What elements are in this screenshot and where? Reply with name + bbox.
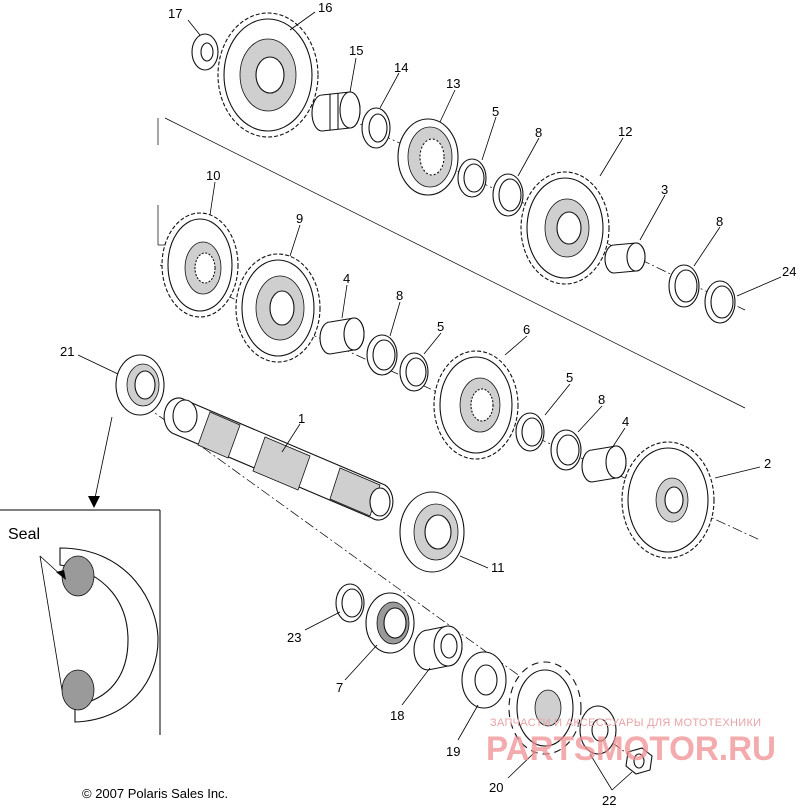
watermark-logo: PARTSMOTOR.RU bbox=[486, 730, 776, 768]
part-15-bearing bbox=[311, 91, 361, 132]
part-14-washer bbox=[361, 107, 391, 149]
callout-23: 23 bbox=[287, 630, 301, 645]
part-4-bearing-low bbox=[581, 445, 627, 483]
callout-18: 18 bbox=[390, 708, 404, 723]
part-10-gear bbox=[161, 212, 239, 318]
part-16-gear bbox=[217, 12, 319, 138]
callout-labels: 17 16 15 14 13 5 8 12 3 8 24 10 9 4 8 5 … bbox=[60, 0, 796, 808]
callout-9: 9 bbox=[296, 211, 303, 226]
part-22-washer-nut bbox=[579, 705, 653, 775]
seal-inset bbox=[0, 416, 161, 735]
callout-5-low: 5 bbox=[566, 370, 573, 385]
part-17-washer bbox=[191, 33, 219, 71]
part-19-washer bbox=[461, 651, 507, 709]
callout-8-right: 8 bbox=[716, 214, 723, 229]
part-18-spacer bbox=[413, 625, 463, 671]
part-6-gear bbox=[433, 350, 519, 460]
callout-6: 6 bbox=[523, 322, 530, 337]
callout-12: 12 bbox=[618, 124, 632, 139]
callout-24: 24 bbox=[782, 264, 796, 279]
callout-20: 20 bbox=[489, 780, 503, 795]
part-12-gear bbox=[520, 171, 610, 285]
callout-4-low: 4 bbox=[622, 414, 629, 429]
part-1-shaft bbox=[163, 397, 394, 521]
part-20-sprocket bbox=[508, 661, 582, 755]
callout-11: 11 bbox=[491, 560, 505, 575]
part-8-ring-mid bbox=[366, 334, 398, 376]
watermark-tagline: ЗАПЧАСТИ И АКСЕССУАРЫ ДЛЯ МОТОТЕХНИКИ bbox=[490, 717, 761, 729]
callout-8-mid: 8 bbox=[396, 288, 403, 303]
callout-15: 15 bbox=[349, 43, 363, 58]
callout-5-mid: 5 bbox=[437, 319, 444, 334]
callout-8-top: 8 bbox=[535, 125, 542, 140]
part-8-ring-top bbox=[492, 173, 524, 217]
callout-5-top: 5 bbox=[492, 104, 499, 119]
part-4-bearing-mid bbox=[319, 317, 365, 355]
part-11-bearing bbox=[399, 491, 465, 573]
callout-22: 22 bbox=[602, 793, 616, 808]
part-7-seal bbox=[365, 592, 415, 654]
part-21-bearing bbox=[115, 354, 165, 416]
part-13-hub bbox=[397, 118, 459, 196]
callout-10: 10 bbox=[206, 168, 220, 183]
copyright-notice: © 2007 Polaris Sales Inc. bbox=[82, 786, 228, 801]
part-9-gear bbox=[235, 253, 321, 363]
callout-4-mid: 4 bbox=[343, 271, 350, 286]
callout-14: 14 bbox=[394, 60, 408, 75]
seal-inset-label: Seal bbox=[8, 526, 40, 543]
part-24-ring bbox=[704, 280, 736, 324]
part-5-ring-top bbox=[457, 158, 487, 198]
callout-19: 19 bbox=[446, 744, 460, 759]
leader-lines bbox=[77, 11, 782, 791]
part-2-gear bbox=[621, 441, 715, 559]
part-5-ring-mid bbox=[399, 352, 429, 392]
part-3-bearing bbox=[604, 242, 646, 274]
callout-16: 16 bbox=[318, 0, 332, 15]
callout-3: 3 bbox=[661, 182, 668, 197]
callout-1: 1 bbox=[298, 411, 305, 426]
part-23-ring bbox=[335, 583, 365, 623]
callout-17: 17 bbox=[168, 6, 182, 21]
part-8-ring-low bbox=[550, 429, 582, 471]
callout-13: 13 bbox=[446, 76, 460, 91]
callout-2: 2 bbox=[764, 456, 771, 471]
callout-7: 7 bbox=[336, 680, 343, 695]
callout-21: 21 bbox=[60, 344, 74, 359]
part-5-ring-low bbox=[515, 412, 545, 452]
part-8-ring-right bbox=[668, 264, 700, 308]
callout-8-low: 8 bbox=[598, 392, 605, 407]
watermark: ЗАПЧАСТИ И АКСЕССУАРЫ ДЛЯ МОТОТЕХНИКИ PA… bbox=[486, 717, 776, 768]
